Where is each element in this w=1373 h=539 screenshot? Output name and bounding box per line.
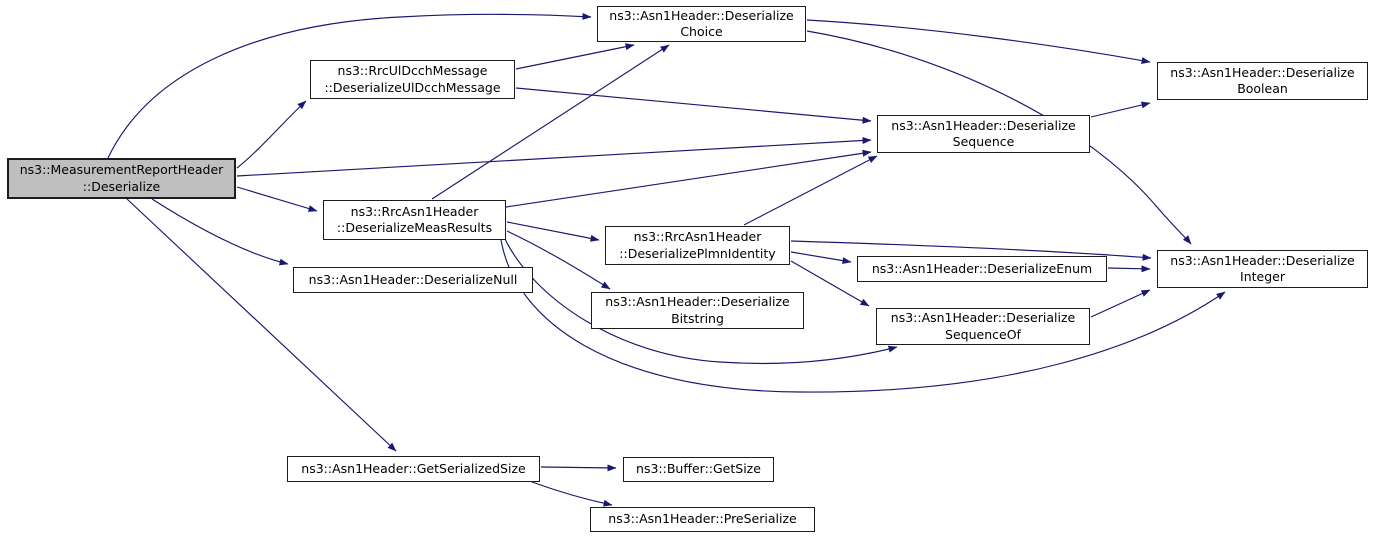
node-label-line: ns3::Asn1Header::Deserialize: [1170, 64, 1355, 80]
edge-deserialize-sequence: [236, 136, 872, 177]
node-label-line: ns3::Asn1Header::DeserializeEnum: [871, 260, 1093, 276]
node-label-line: ::DeserializeUlDcchMessage: [324, 79, 501, 95]
node-label-line: Bitstring: [671, 310, 724, 326]
node-label-line: ns3::Asn1Header::Deserialize: [609, 7, 794, 23]
node-deserialize[interactable]: ns3::MeasurementReportHeader::Deserializ…: [7, 158, 236, 199]
node-label-line: Integer: [1240, 269, 1285, 284]
edge-measresults-plmn: [506, 221, 600, 242]
node-label-line: ::DeserializeMeasResults: [336, 220, 493, 235]
edge-uldcch-sequence: [515, 87, 872, 124]
edge-deserialize-null: [151, 198, 289, 266]
edge-sequence-boolean: [1090, 101, 1151, 118]
node-enum[interactable]: ns3::Asn1Header::DeserializeEnum: [857, 256, 1107, 282]
edge-deserialize-getserialized: [126, 198, 397, 452]
node-measresults[interactable]: ns3::RrcAsn1Header::DeserializeMeasResul…: [323, 200, 506, 240]
node-label-line: ns3::RrcUlDcchMessage: [337, 63, 488, 79]
edge-choice-boolean: [806, 19, 1151, 64]
node-label-line: ns3::Asn1Header::PreSerialize: [608, 511, 797, 527]
edge-measresults-bitstring: [506, 230, 611, 290]
node-label-line: ns3::Asn1Header::Deserialize: [605, 294, 790, 310]
node-plmn[interactable]: ns3::RrcAsn1Header::DeserializePlmnIdent…: [605, 226, 790, 265]
edge-seqof-integer: [1090, 289, 1151, 318]
edge-deserialize-choice: [107, 13, 592, 159]
node-label-line: ns3::RrcAsn1Header: [633, 229, 762, 245]
edge-plmn-integer: [790, 240, 1152, 261]
node-label-line: ns3::Asn1Header::Deserialize: [890, 310, 1076, 326]
node-label-line: ::Deserialize: [82, 178, 161, 194]
node-label-line: ns3::Asn1Header::Deserialize: [1170, 252, 1355, 268]
edge-measresults-seqof: [504, 238, 898, 365]
edge-enum-integer: [1107, 265, 1151, 273]
node-uldcch[interactable]: ns3::RrcUlDcchMessage::DeserializeUlDcch…: [310, 60, 515, 99]
node-label-line: ns3::Buffer::GetSize: [636, 461, 761, 477]
node-label-line: Choice: [680, 24, 723, 39]
edge-plmn-enum: [790, 251, 852, 265]
node-label-line: ns3::Asn1Header::GetSerializedSize: [301, 460, 526, 476]
edge-measresults-integer: [500, 239, 1226, 393]
node-getsize[interactable]: ns3::Buffer::GetSize: [623, 457, 774, 482]
node-null[interactable]: ns3::Asn1Header::DeserializeNull: [293, 267, 533, 293]
edge-measresults-choice: [431, 44, 670, 200]
edge-measresults-sequence: [505, 149, 872, 208]
edge-getserialized-getsize: [540, 464, 617, 472]
edge-deserialize-measresults: [236, 186, 318, 212]
edge-choice-integer: [806, 30, 1192, 245]
edge-deserialize-uldcch: [236, 100, 307, 169]
node-preserialize[interactable]: ns3::Asn1Header::PreSerialize: [590, 507, 815, 532]
edge-uldcch-choice: [515, 43, 635, 70]
edge-plmn-seqof: [790, 260, 870, 307]
node-getserialized[interactable]: ns3::Asn1Header::GetSerializedSize: [287, 456, 540, 482]
edges-group: [107, 13, 1226, 507]
edge-getserialized-preserialize: [531, 481, 613, 507]
node-label-line: ns3::MeasurementReportHeader: [19, 162, 224, 178]
edge-plmn-sequence: [743, 155, 878, 226]
node-label-line: Sequence: [952, 134, 1015, 149]
node-label-line: ns3::Asn1Header::Deserialize: [891, 117, 1076, 133]
node-label-line: ::DeserializePlmnIdentity: [619, 245, 776, 261]
node-label-line: Boolean: [1237, 81, 1288, 96]
node-label-line: SequenceOf: [945, 326, 1021, 342]
node-label-line: ns3::Asn1Header::DeserializeNull: [308, 271, 518, 287]
node-label-line: ns3::RrcAsn1Header: [350, 203, 479, 219]
